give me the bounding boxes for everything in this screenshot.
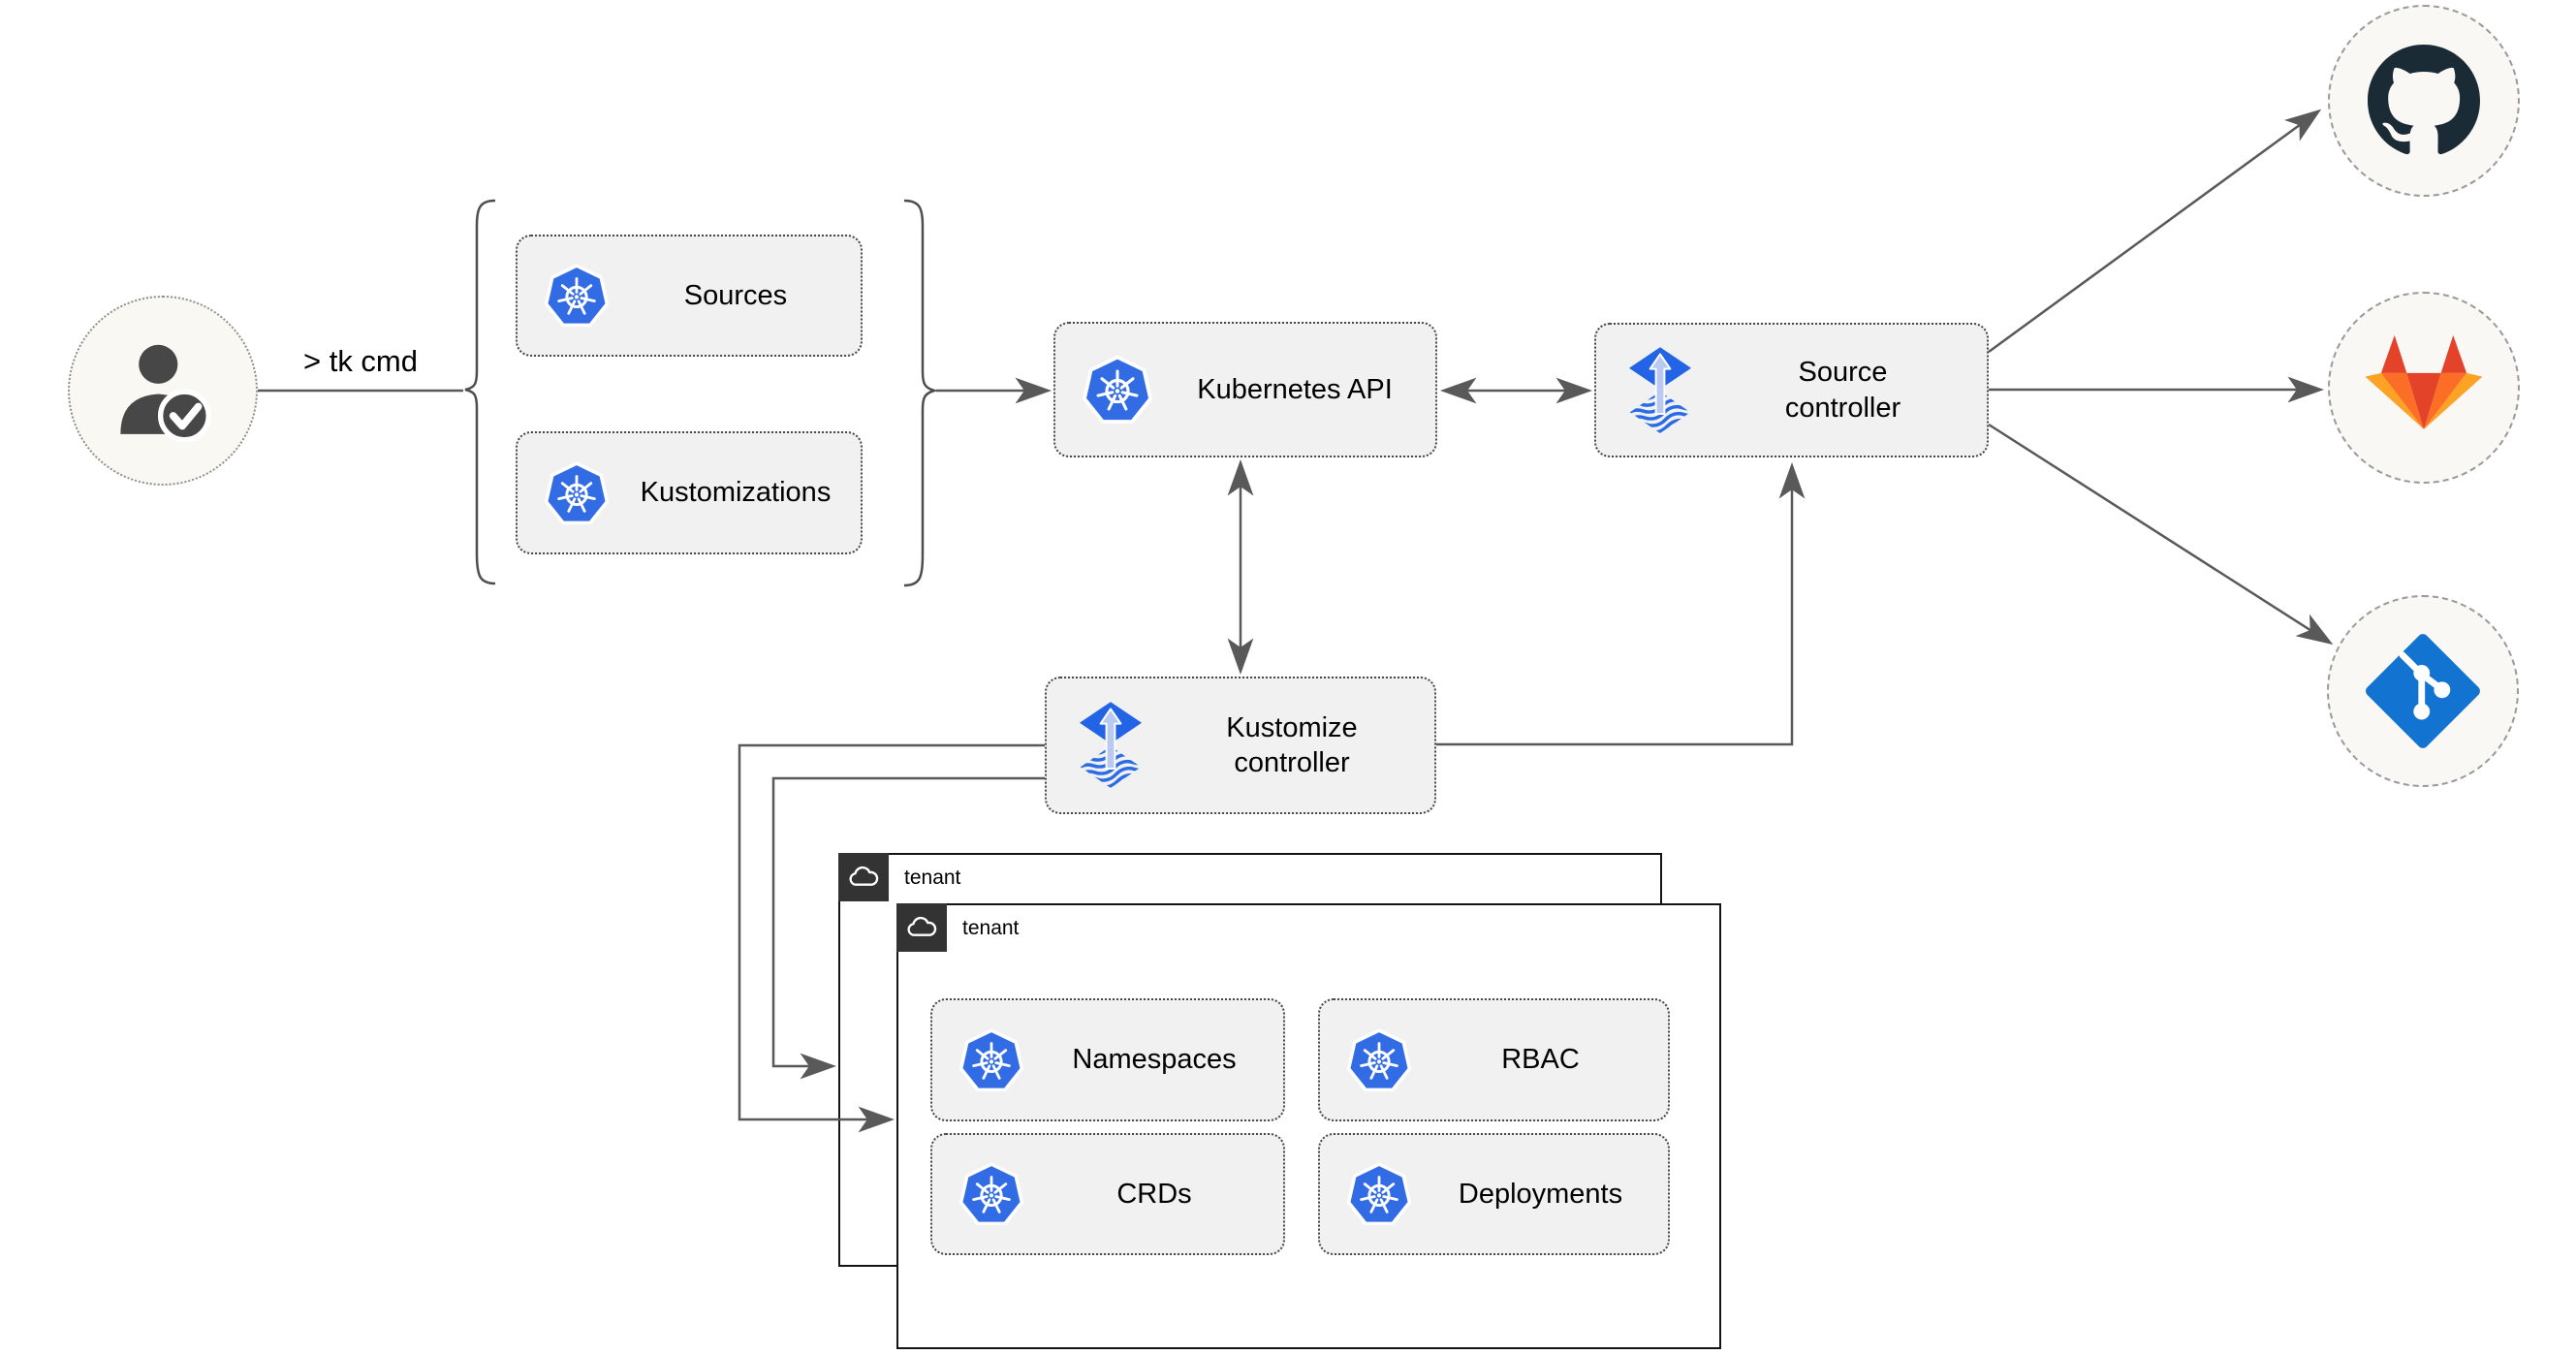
edge-source-github (1988, 109, 2322, 354)
cloud-icon (904, 915, 939, 940)
user-circle (68, 296, 258, 486)
gitlab-icon (2363, 327, 2485, 449)
cloud-icon (846, 865, 881, 890)
edge-kustomize-source (1436, 461, 1806, 746)
tenant-front-tab (896, 903, 947, 952)
node-namespaces: Namespaces (930, 998, 1285, 1121)
node-sources-label: Sources (683, 279, 788, 311)
node-crds-label: CRDs (1116, 1178, 1192, 1210)
kubernetes-icon (1345, 1026, 1413, 1094)
tenant-back-tab (838, 853, 889, 901)
node-deployments-label: Deployments (1458, 1178, 1623, 1210)
kubernetes-icon (1081, 353, 1154, 426)
node-rbac: RBAC (1318, 998, 1670, 1121)
node-kustomize-controller-label: Kustomize controller (1226, 711, 1358, 778)
node-kustomize-controller: Kustomize controller (1045, 677, 1436, 814)
tenant-back-label: tenant (904, 867, 961, 889)
node-rbac-label: RBAC (1501, 1044, 1580, 1076)
node-kubernetes-api-label: Kubernetes API (1197, 373, 1393, 405)
node-kustomizations-label: Kustomizations (640, 477, 832, 509)
node-sources: Sources (516, 235, 863, 357)
flux-icon (1621, 338, 1699, 443)
git-icon (2363, 631, 2483, 751)
kubernetes-icon (958, 1160, 1025, 1228)
endpoint-gitlab (2328, 292, 2520, 484)
left-brace (464, 199, 496, 585)
kubernetes-icon (958, 1026, 1025, 1094)
node-crds: CRDs (930, 1133, 1285, 1255)
node-source-controller: Source controller (1594, 323, 1989, 457)
endpoint-github (2328, 5, 2520, 197)
kubernetes-icon (543, 459, 611, 527)
tenant-group-front: tenant Namespaces RBAC CRDs Deployments (896, 903, 1721, 1349)
node-kustomizations: Kustomizations (516, 431, 863, 554)
kubernetes-icon (543, 262, 611, 330)
right-brace (903, 199, 939, 587)
node-deployments: Deployments (1318, 1133, 1670, 1255)
tk-cmd-label: > tk cmd (302, 344, 418, 378)
endpoint-git (2327, 595, 2519, 787)
user-check-icon (106, 333, 220, 448)
tenant-front-label: tenant (962, 917, 1020, 939)
node-namespaces-label: Namespaces (1072, 1044, 1237, 1076)
edge-source-git (1988, 423, 2334, 646)
node-source-controller-label: Source controller (1784, 357, 1901, 424)
kubernetes-icon (1345, 1160, 1413, 1228)
flux-icon (1072, 693, 1149, 798)
node-kubernetes-api: Kubernetes API (1053, 322, 1437, 457)
github-icon (2368, 45, 2480, 157)
